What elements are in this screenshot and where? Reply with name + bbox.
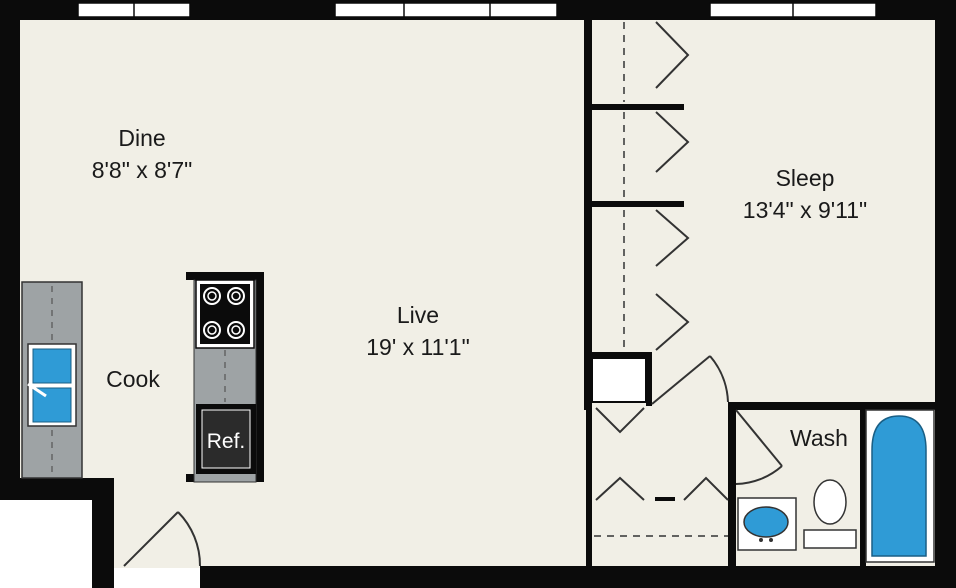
bathroom-fixtures xyxy=(737,409,935,563)
room-dimensions-live: 19' x 11'1" xyxy=(366,334,469,360)
room-dimensions-dine: 8'8" x 8'7" xyxy=(92,157,193,183)
toilet xyxy=(813,479,847,525)
room-name-cook: Cook xyxy=(106,366,160,392)
closet-handle xyxy=(655,497,675,501)
kitchen-island xyxy=(186,272,264,483)
room-dimensions-sleep: 13'4" x 9'11" xyxy=(743,197,867,223)
windows xyxy=(77,2,877,18)
bath-sink xyxy=(743,506,789,538)
room-name-sleep: Sleep xyxy=(776,165,835,191)
room-name-dine: Dine xyxy=(118,125,165,151)
room-name-live: Live xyxy=(397,302,439,328)
floor-area xyxy=(20,20,936,568)
closet-doors xyxy=(595,21,729,501)
room-name-wash: Wash xyxy=(790,425,848,451)
kitchen-counter xyxy=(21,281,83,479)
swing-doors xyxy=(123,355,783,567)
room-labels: Dine 8'8" x 8'7" Live 19' x 11'1" Sleep … xyxy=(92,125,868,453)
closet-lines xyxy=(594,22,728,537)
linen-closet xyxy=(591,357,647,403)
refrigerator-label: Ref. xyxy=(207,430,246,453)
interior-walls xyxy=(584,18,936,566)
exterior-notch xyxy=(0,500,104,588)
